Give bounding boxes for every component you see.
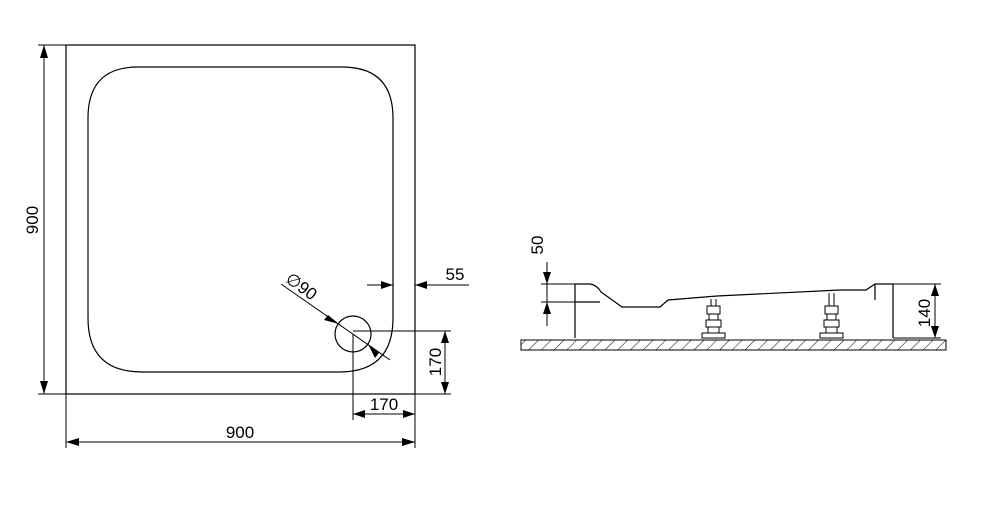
tray-basin-outline: [87, 66, 394, 373]
edge-offset-dimension: [367, 281, 469, 289]
drain-y-offset-label: 170: [426, 348, 445, 376]
drain-x-offset-dimension: [352, 334, 416, 420]
width-dimension-label: 900: [226, 423, 254, 442]
support-leg-left: [701, 299, 726, 339]
tray-depth-dimension: [541, 262, 575, 326]
floor-hatching: [520, 339, 947, 351]
side-view: [520, 283, 947, 351]
edge-offset-label: 55: [446, 265, 465, 284]
drain-x-offset-label: 170: [370, 395, 398, 414]
total-height-dimension: [893, 283, 941, 339]
height-dimension-label: 900: [23, 206, 42, 234]
top-view: [65, 44, 416, 395]
drain-diameter-label: ∅90: [282, 269, 320, 304]
support-leg-right: [819, 293, 844, 339]
height-dimension: [38, 44, 66, 395]
tray-depth-label: 50: [528, 236, 547, 255]
total-height-label: 140: [915, 299, 934, 327]
tray-profile: [574, 283, 894, 338]
tray-outline: [65, 44, 416, 395]
drain-diameter-leader: [280, 283, 391, 361]
drain-y-offset-dimension: [353, 330, 451, 395]
